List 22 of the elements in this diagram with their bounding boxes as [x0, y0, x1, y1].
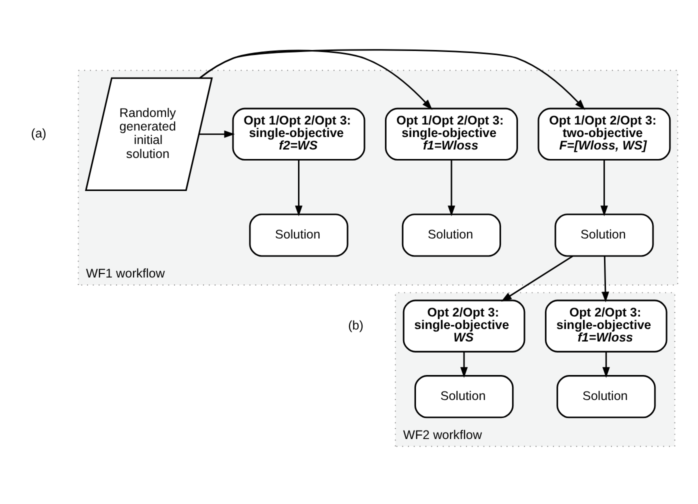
- arrow: [295, 160, 302, 216]
- arrow: [199, 130, 235, 138]
- node-box: Opt 1/Opt 2/Opt 3: single-objective f1=Wloss: [384, 108, 518, 161]
- arrow: [600, 160, 608, 216]
- arrow: [448, 160, 456, 216]
- arrow: [602, 352, 610, 378]
- node-box: Opt 1/Opt 2/Opt 3: single-objective f2=WS: [232, 108, 366, 161]
- node-box: Opt 2/Opt 3: single-objective f1=Wloss: [544, 300, 668, 352]
- arrow: [200, 50, 432, 110]
- node-box: Solution: [402, 214, 502, 257]
- node-box: Solution: [249, 214, 348, 257]
- node-box: Opt 1/Opt 2/Opt 3: two-objective F=[Wloss, WS]: [538, 108, 671, 161]
- arrow: [602, 256, 610, 302]
- label: (b): [348, 318, 364, 332]
- label: (a): [31, 126, 46, 140]
- arrow: [460, 352, 468, 378]
- node-box: Opt 2/Opt 3: single-objective WS: [402, 300, 526, 352]
- arrow: [200, 49, 586, 110]
- node-box: Solution: [556, 375, 656, 418]
- node-box: Solution: [554, 214, 654, 257]
- arrow: [501, 256, 574, 302]
- node-box: Solution: [414, 375, 514, 418]
